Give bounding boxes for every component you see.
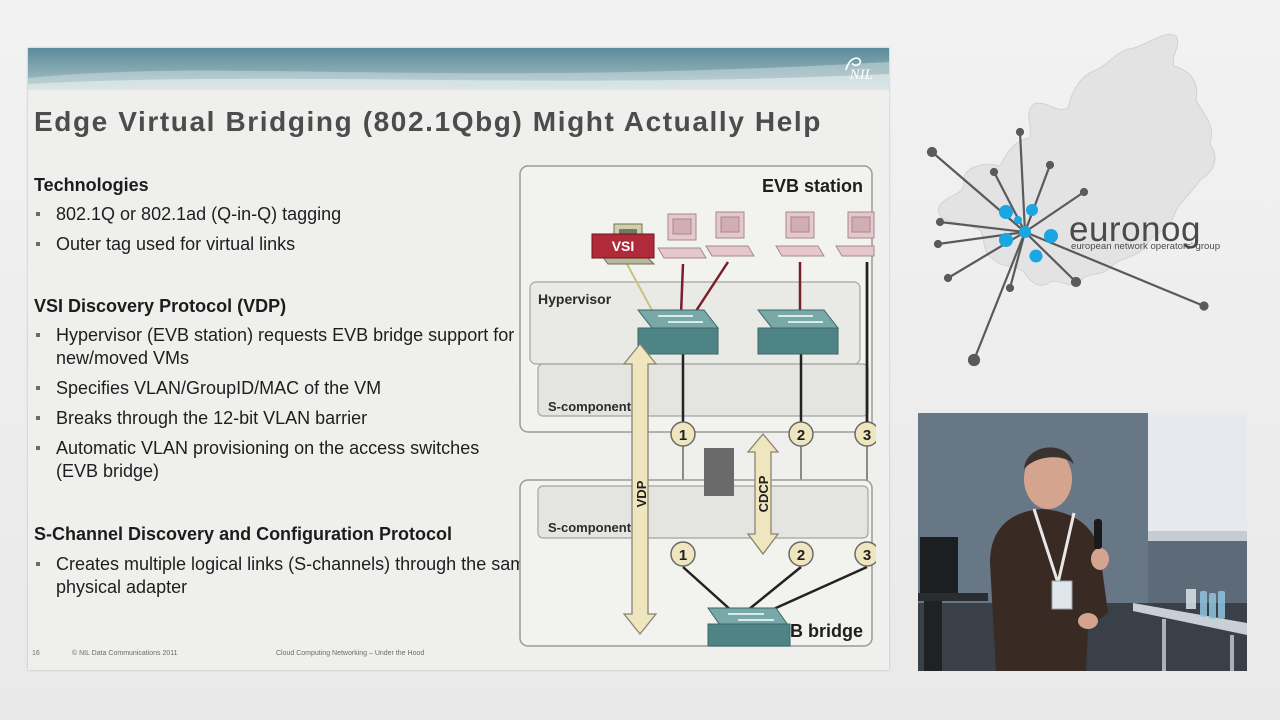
bullet-marker <box>36 562 40 566</box>
bullet-text: Outer tag used for virtual links <box>56 234 296 254</box>
s-component-top-label: S-component <box>548 399 632 414</box>
bullet-item: Outer tag used for virtual links <box>34 233 526 256</box>
euronog-blue-nodes <box>999 204 1058 263</box>
slide-copyright: © NIL Data Communications 2011 <box>72 650 178 657</box>
top-channel-2: 2 <box>788 421 814 447</box>
projection-screen <box>1148 413 1247 541</box>
vm-icon-2 <box>705 211 755 257</box>
bridge-line-2 <box>747 566 802 611</box>
bullet-marker <box>36 242 40 246</box>
svg-text:1: 1 <box>679 547 687 564</box>
euronog-tagline: european network operators' group <box>1071 241 1221 252</box>
evb-bridge-switch <box>707 607 791 647</box>
bottom-channel-2: 2 <box>788 541 814 567</box>
cdcp-label: CDCP <box>756 475 771 512</box>
section-heading-cdcp: S-Channel Discovery and Configuration Pr… <box>34 524 453 544</box>
svg-text:1: 1 <box>679 427 687 444</box>
nil-logo: NIL <box>835 54 875 86</box>
bottom-channel-3: 3 <box>854 541 876 567</box>
bullet-item: Breaks through the 12-bit VLAN barrier <box>34 407 526 430</box>
bullet-item: Hypervisor (EVB station) requests EVB br… <box>34 324 526 370</box>
slide-title: Edge Virtual Bridging (802.1Qbg) Might A… <box>34 106 822 137</box>
slide-header-band: NIL <box>28 48 889 90</box>
bullet-text: Specifies VLAN/GroupID/MAC of the VM <box>56 378 382 398</box>
bullet-marker <box>36 212 40 216</box>
bullet-text: 802.1Q or 802.1ad (Q-in-Q) tagging <box>56 204 342 224</box>
vsi-link <box>626 263 655 315</box>
section-heading-technologies: Technologies <box>34 175 149 195</box>
bullet-text: Breaks through the 12-bit VLAN barrier <box>56 408 368 428</box>
presentation-slide: NIL Edge Virtual Bridging (802.1Qbg) Mig… <box>28 48 889 670</box>
slide-deck-title: Cloud Computing Networking – Under the H… <box>276 650 425 657</box>
euronog-europe-map-logo <box>926 34 1216 367</box>
nil-swirl-icon <box>845 57 862 71</box>
bullet-item: Specifies VLAN/GroupID/MAC of the VM <box>34 377 526 400</box>
stage-monitor <box>920 537 958 593</box>
vm-icon-1 <box>657 213 707 259</box>
technologies-bullet-list: 802.1Q or 802.1ad (Q-in-Q) tagging Outer… <box>34 203 526 263</box>
bullet-item: Creates multiple logical links (S-channe… <box>34 553 546 599</box>
nil-logo-text: NIL <box>849 67 873 83</box>
bullet-text: Creates multiple logical links (S-channe… <box>56 554 536 597</box>
vdp-arrow: VDP <box>622 342 658 636</box>
svg-text:2: 2 <box>797 427 805 444</box>
vdp-bullet-list: Hypervisor (EVB station) requests EVB br… <box>34 324 526 490</box>
bullet-marker <box>36 446 40 450</box>
section-heading-vdp: VSI Discovery Protocol (VDP) <box>34 296 287 316</box>
vm-link <box>692 261 730 315</box>
svg-text:3: 3 <box>863 427 871 444</box>
s-component-bottom-label: S-component <box>548 520 632 535</box>
slide-footer: 16 © NIL Data Communications 2011 Cloud … <box>28 648 889 662</box>
evb-station-label: EVB station <box>762 176 863 196</box>
bullet-marker <box>36 386 40 390</box>
evb-diagram: EVB station Hypervisor S-component <box>519 165 876 647</box>
speaker-video-scene <box>918 413 1247 671</box>
euronog-wordmark: euronog <box>1069 210 1201 249</box>
vm-icon-4 <box>835 211 875 257</box>
vsi-badge: VSI <box>591 233 655 259</box>
header-wave-decoration <box>28 62 889 90</box>
hypervisor-switch-2 <box>756 309 840 355</box>
euronog-network-spokes <box>926 127 1209 367</box>
vsi-label: VSI <box>612 238 635 254</box>
top-channel-1: 1 <box>670 421 696 447</box>
bottom-channel-1: 1 <box>670 541 696 567</box>
vm-link <box>679 263 685 315</box>
bullet-text: Automatic VLAN provisioning on the acces… <box>56 438 480 481</box>
bridge-line-1 <box>682 566 734 613</box>
bullet-item: 802.1Q or 802.1ad (Q-in-Q) tagging <box>34 203 526 226</box>
water-bottles <box>1186 589 1225 619</box>
vm-icon-3 <box>775 211 825 257</box>
s-component-bottom-box <box>537 485 869 539</box>
bullet-text: Hypervisor (EVB station) requests EVB br… <box>56 325 515 368</box>
speaker-video-feed <box>918 413 1247 671</box>
top-channel-3: 3 <box>854 421 876 447</box>
hypervisor-label: Hypervisor <box>538 291 612 307</box>
svg-text:3: 3 <box>863 547 871 564</box>
cdcp-connector-block <box>704 448 734 496</box>
cdcp-bullet-list: Creates multiple logical links (S-channe… <box>34 553 546 606</box>
bullet-item: Automatic VLAN provisioning on the acces… <box>34 437 496 483</box>
svg-text:2: 2 <box>797 547 805 564</box>
speaker-person <box>990 447 1109 671</box>
bullet-marker <box>36 333 40 337</box>
vdp-label: VDP <box>634 480 649 507</box>
slide-page-number: 16 <box>32 650 40 657</box>
hypervisor-switch-1 <box>636 309 720 355</box>
side-table <box>1133 603 1247 635</box>
bullet-marker <box>36 416 40 420</box>
cdcp-arrow: CDCP <box>746 432 780 556</box>
